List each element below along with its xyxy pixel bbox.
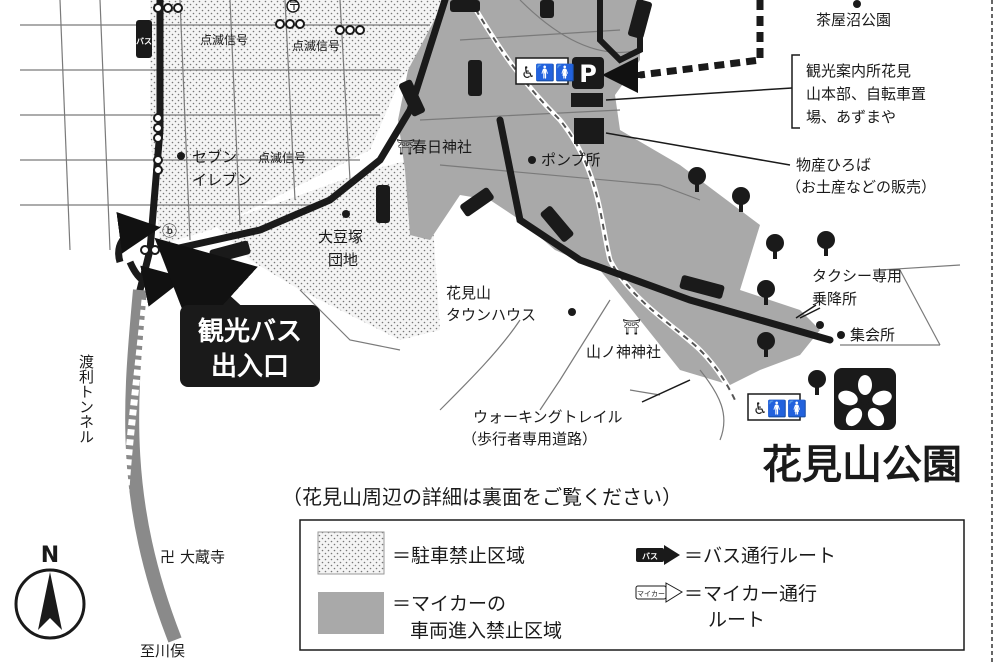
label-daizuzuka-2: 団地 [328, 251, 358, 269]
label-signal-1: 点滅信号 [200, 33, 248, 47]
svg-text:P: P [579, 60, 597, 88]
label-meeting-hall: 集会所 [850, 326, 895, 344]
label-tourist-info-3: 場、あずまや [806, 108, 896, 126]
tunnel-road [125, 289, 182, 643]
bussan-hiroba-marker [574, 118, 604, 144]
label-tourist-info-1: 観光案内所花見 [806, 62, 911, 80]
label-pump-station: ポンプ所 [541, 151, 601, 169]
label-seven-eleven-1: セブン [192, 148, 237, 166]
north-compass-icon: N [14, 543, 86, 640]
mycar-route-dashed [639, 0, 764, 79]
label-bus-entrance-2: 出入口 [211, 352, 289, 382]
label-bus-entrance-1: 観光バス [198, 316, 302, 347]
svg-text:〒: 〒 [288, 0, 300, 13]
label-yamanokami-shrine: 山ノ神神社 [586, 343, 661, 361]
label-walking-trail-2: （歩行者専用道路） [462, 430, 597, 448]
yamanokami-shrine-icon: ⛩ [622, 318, 641, 336]
svg-text:バス: バス [136, 37, 152, 46]
label-to-kawamata: 至川俣 [140, 642, 185, 660]
signal-marks [140, 3, 365, 255]
legend-no-car-1: ＝マイカーの [392, 593, 506, 615]
label-chayanuma-park: 茶屋沼公園 [816, 11, 891, 29]
post-office-icon [286, 0, 300, 13]
legend-bus-route: ＝バス通行ルート [684, 545, 836, 567]
legend-no-parking: ＝駐車禁止区域 [392, 545, 525, 567]
label-tourist-info-2: 山本部、自転車置 [806, 85, 926, 103]
tourist-info-marker [571, 93, 603, 107]
label-bussan-1: 物産ひろば [796, 156, 871, 174]
label-townhouse-2: タウンハウス [446, 306, 536, 324]
svg-text:マイカー: マイカー [637, 590, 665, 598]
label-signal-3: 点滅信号 [258, 151, 306, 165]
legend-no-car-swatch [318, 592, 384, 634]
tourist-bus-entrance-box [180, 305, 320, 387]
svg-text:N: N [41, 543, 59, 568]
parking-icon [572, 57, 604, 89]
bus-curve-arrow [115, 211, 161, 263]
label-walking-trail-1: ウォーキングトレイル [473, 408, 623, 426]
label-signal-2: 点滅信号 [292, 39, 340, 53]
kasuga-shrine-icon: ⛩ [396, 138, 415, 156]
leader-lines [605, 54, 821, 403]
label-bussan-2: （お土産などの販売） [786, 178, 936, 196]
tree-icons [688, 167, 835, 395]
point-markers [177, 0, 861, 339]
route-badges: バス [136, 0, 725, 299]
bus-stop-b-icon: ⓑ [162, 222, 177, 240]
restroom-icon-south: ♿🚹🚺 [747, 393, 807, 421]
legend-bus-route-icon: バス [636, 545, 680, 565]
label-seven-eleven-2: イレブン [192, 171, 252, 189]
label-taxi-stop-1: タクシー専用 [812, 267, 902, 285]
legend-box: ＝駐車禁止区域 ＝マイカーの 車両進入禁止区域 バス ＝バス通行ルート マイカー… [299, 519, 965, 651]
label-townhouse-1: 花見山 [446, 284, 491, 302]
no-parking-zone-west [120, 0, 445, 245]
street-grid [20, 0, 961, 441]
legend-no-car-2: 車両進入禁止区域 [410, 620, 562, 642]
daizoji-icon: 卍 [160, 548, 175, 566]
label-daizoji: 大蔵寺 [180, 548, 225, 566]
sakura-logo-icon [834, 368, 896, 430]
label-taxi-stop-2: 乗降所 [812, 290, 857, 308]
label-daizuzuka-1: 大豆塚 [318, 228, 363, 246]
svg-text:♿🚹🚺: ♿🚹🚺 [753, 399, 807, 418]
label-watari-tunnel: 渡利トンネル [77, 354, 95, 444]
restroom-icon: ♿🚹🚺 [515, 57, 575, 85]
legend-no-parking-swatch [317, 531, 385, 575]
legend-mycar-route-1: ＝マイカー通行 [684, 583, 817, 605]
legend-mycar-route-icon: マイカー [635, 582, 683, 603]
legend-mycar-route-2: ルート [708, 609, 765, 631]
park-title: 花見山公園 [762, 442, 962, 488]
details-note: （花見山周辺の詳細は裏面をご覧ください） [282, 485, 682, 509]
label-kasuga-shrine: 春日神社 [412, 138, 472, 156]
svg-text:バス: バス [642, 552, 658, 561]
svg-text:♿🚹🚺: ♿🚹🚺 [521, 63, 575, 82]
